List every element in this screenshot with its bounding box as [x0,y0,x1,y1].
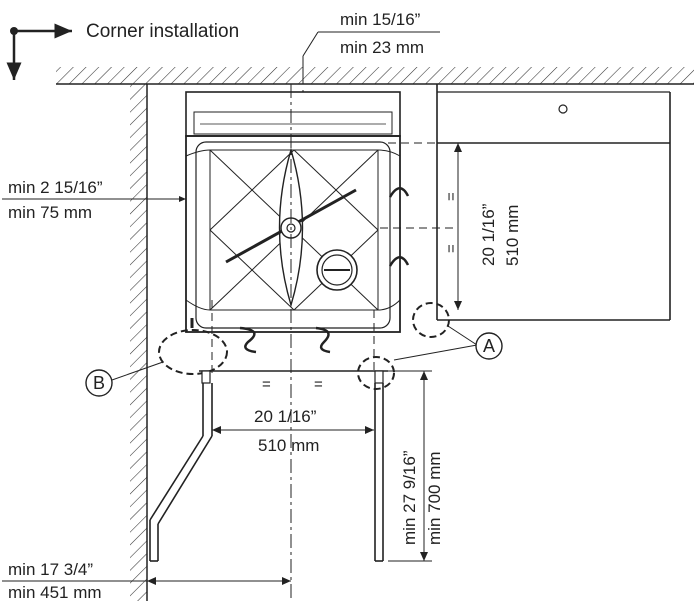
top-gap-dimension: min 15/16” min 23 mm [300,10,440,97]
dishwasher-door [149,84,388,601]
axis-arrows [6,23,72,80]
top-gap-inches: min 15/16” [340,10,421,29]
callout-a: A [393,325,503,361]
left-gap-inches: min 2 15/16” [8,178,103,197]
right-cabinet [436,84,671,321]
left-wall [130,84,147,601]
corner-inches: min 17 3/4” [8,560,93,579]
callout-region-a2 [357,356,395,390]
equal-mark: = [443,244,460,253]
callout-a-label: A [483,336,495,356]
door-mm: min 700 mm [425,451,444,545]
callout-regions [158,302,450,390]
corner-mm: min 451 mm [8,583,102,601]
top-wall [56,67,694,84]
door-projection-dimension: min 27 9/16” min 700 mm [388,370,444,562]
depth-inches: 20 1/16” [479,203,498,266]
top-gap-mm: min 23 mm [340,38,424,57]
equal-mark: = [443,192,460,201]
left-gap-mm: min 75 mm [8,203,92,222]
hose-right-lower [388,256,410,267]
width-mm: 510 mm [258,436,319,455]
door-inches: min 27 9/16” [400,450,419,545]
diagram-title: Corner installation [86,21,239,42]
depth-dimension: = = 20 1/16” 510 mm [380,142,522,310]
hose-right-upper [388,187,410,198]
walls [56,67,694,601]
callout-b: B [85,361,164,397]
left-gap-dimension: min 2 15/16” min 75 mm [2,178,186,222]
width-dimension: 20 1/16” 510 mm [212,407,374,455]
hose-bottom-right [315,326,331,354]
corner-dimension: min 17 3/4” min 451 mm [2,560,291,601]
callout-region-a1 [412,302,450,338]
callout-region-b [158,329,228,375]
width-inches: 20 1/16” [254,407,317,426]
hose-bottom-left [239,326,257,354]
equal-mark: = [262,376,271,393]
depth-mm: 510 mm [503,205,522,266]
dishwasher-top-view [185,91,410,354]
equal-mark: = [314,376,323,393]
callout-b-label: B [93,373,105,393]
